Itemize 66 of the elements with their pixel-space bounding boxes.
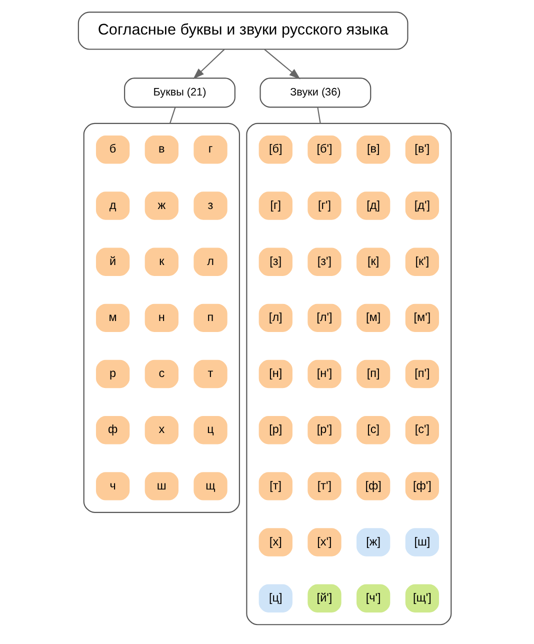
node-box: й (95, 248, 130, 276)
node-box: [к] (356, 248, 390, 276)
node-box: р (95, 360, 130, 388)
node-box: д (95, 192, 130, 220)
node-box: [в'] (404, 136, 439, 164)
node-box: з (193, 192, 227, 220)
node-box: [щ'] (404, 584, 439, 612)
node-box: [д'] (404, 192, 439, 220)
node-box: [ц] (258, 584, 292, 612)
node-box: [х'] (307, 528, 341, 556)
node-box: Согласные буквы и звуки русского языка (77, 12, 408, 50)
node-box: [й'] (307, 584, 341, 612)
node-box: [х] (258, 528, 292, 556)
node-box: [б'] (307, 136, 341, 164)
node-box: [г'] (307, 192, 341, 220)
node-box: [б] (258, 136, 292, 164)
node-box: [р'] (307, 416, 341, 444)
node-box: [к'] (404, 248, 439, 276)
node-box: Звуки (36) (259, 78, 371, 108)
connector (168, 107, 176, 124)
node-box: [з'] (307, 248, 341, 276)
node-box: [м'] (404, 304, 439, 332)
node-box: ч (95, 472, 130, 500)
node-box: [т] (258, 472, 292, 500)
node-box: ж (144, 192, 178, 220)
node-box: [п'] (404, 360, 439, 388)
node-box: щ (193, 472, 227, 500)
node-box: [в] (356, 136, 390, 164)
node-box: ф (95, 416, 130, 444)
arrow (192, 48, 224, 80)
cluster (246, 122, 452, 626)
node-box: п (193, 304, 227, 332)
node-box: т (193, 360, 227, 388)
node-box: [ф] (356, 472, 390, 500)
node-box: [т'] (307, 472, 341, 500)
node-box: [ж] (356, 528, 390, 556)
node-box: [ф'] (404, 472, 439, 500)
node-box: [л'] (307, 304, 341, 332)
arrow (264, 48, 300, 80)
node-box: [м] (356, 304, 390, 332)
node-box: ш (144, 472, 178, 500)
node-box: ц (193, 416, 227, 444)
node-box: в (144, 136, 178, 164)
node-box: [р] (258, 416, 292, 444)
node-box: г (193, 136, 227, 164)
node-box: н (144, 304, 178, 332)
node-box: [н'] (307, 360, 341, 388)
node-box: л (193, 248, 227, 276)
node-box: [д] (356, 192, 390, 220)
node-box: б (95, 136, 130, 164)
node-box: [ш] (404, 528, 439, 556)
node-box: [з] (258, 248, 292, 276)
node-box: [с] (356, 416, 390, 444)
connector (316, 107, 320, 124)
node-box: к (144, 248, 178, 276)
node-box: [г] (258, 192, 292, 220)
node-box: [н] (258, 360, 292, 388)
node-box: м (95, 304, 130, 332)
node-box: Буквы (21) (124, 78, 235, 108)
node-box: х (144, 416, 178, 444)
cluster (82, 122, 240, 513)
node-box: с (144, 360, 178, 388)
node-box: [ч'] (356, 584, 390, 612)
node-box: [с'] (404, 416, 439, 444)
node-box: [л] (258, 304, 292, 332)
node-box: [п] (356, 360, 390, 388)
